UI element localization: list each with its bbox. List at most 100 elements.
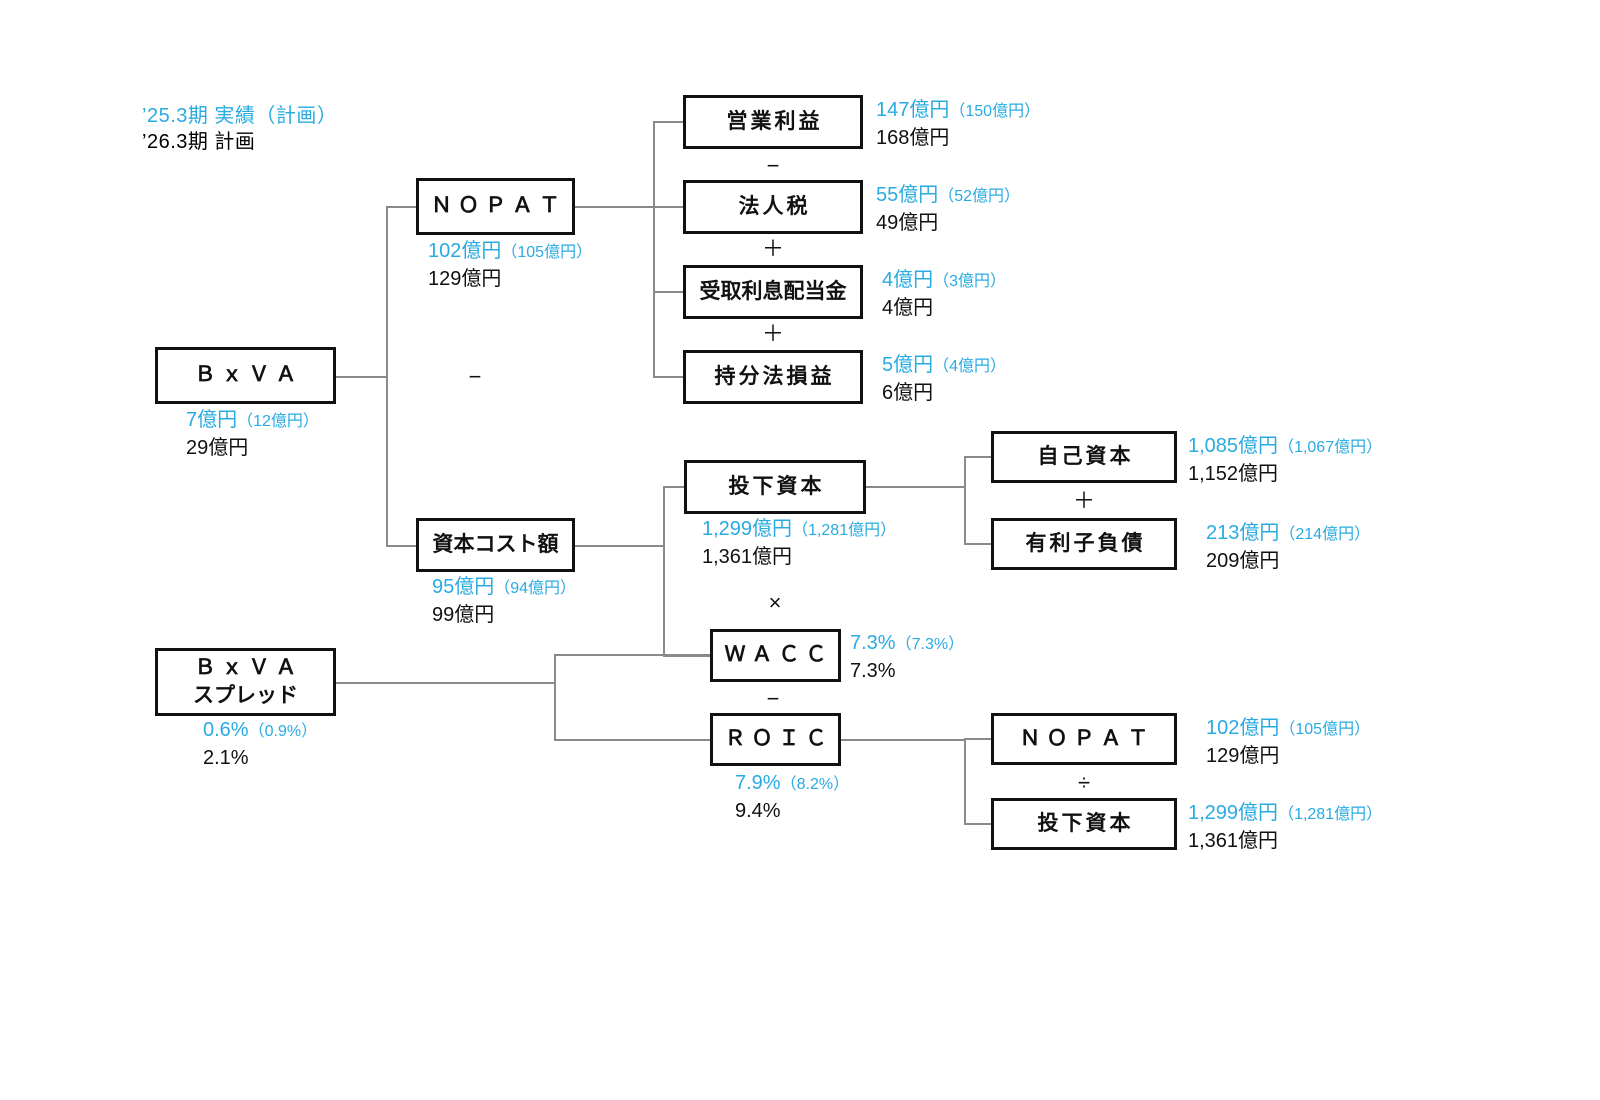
- connector-capitalcost-stem: [575, 545, 665, 547]
- node-corporate-tax-actual-row: 55億円（52億円）: [876, 184, 1021, 206]
- node-interest-bearing-debt[interactable]: 有利子負債: [991, 518, 1177, 570]
- node-nopat-values: 102億円（105億円） 129億円: [428, 238, 592, 293]
- node-interest-dividend-income-next-plan: 4億円: [882, 297, 934, 319]
- node-bxva-spread[interactable]: ＢｘＶＡ スプレッド: [155, 648, 336, 716]
- node-invested-capital-values: 1,299億円（1,281億円） 1,361億円: [702, 516, 896, 571]
- node-operating-profit-label: 営業利益: [726, 109, 823, 133]
- connector-bxva-to-nopat: [386, 206, 416, 208]
- connector-spread-stem: [336, 682, 556, 684]
- node-invested-capital-bottom-next-plan: 1,361億円: [1188, 830, 1279, 852]
- node-roic-values: 7.9%（8.2%） 9.4%: [735, 770, 849, 825]
- node-invested-capital-bottom[interactable]: 投下資本: [991, 798, 1177, 850]
- node-nopat-bottom-label: ＮＯＰＡＴ: [1019, 726, 1155, 750]
- connector-roic-stem: [841, 739, 966, 741]
- node-bxva-spread-values: 0.6%（0.9%） 2.1%: [203, 717, 317, 772]
- node-equity-method-pl-values: 5億円（4億円） 6億円: [882, 352, 1006, 407]
- node-invested-capital-bottom-actual-row: 1,299億円（1,281億円）: [1188, 802, 1383, 824]
- node-nopat-bottom-actual-row: 102億円（105億円）: [1206, 717, 1371, 739]
- node-corporate-tax-label: 法人税: [738, 194, 811, 218]
- node-equity-method-pl-next-plan: 6億円: [882, 382, 934, 404]
- connector-invested-capital-bracket-v: [964, 457, 966, 545]
- node-bxva-spread-next-plan: 2.1%: [203, 747, 249, 769]
- node-interest-dividend-income-label: 受取利息配当金: [699, 279, 847, 303]
- legend-line-actual: ’25.3期 実績（計画）: [142, 105, 338, 127]
- node-bxva-label: ＢｘＶＡ: [194, 363, 303, 387]
- node-invested-capital-bottom-values: 1,299億円（1,281億円） 1,361億円: [1188, 800, 1382, 855]
- node-operating-profit-values: 147億円（150億円） 168億円: [876, 97, 1040, 152]
- operator-minus-nopat-capitalcost: −: [468, 364, 482, 389]
- node-invested-capital-next-plan: 1,361億円: [702, 546, 793, 568]
- node-capital-cost-values: 95億円（94億円） 99億円: [432, 574, 576, 629]
- legend: ’25.3期 実績（計画） ’26.3期 計画: [142, 103, 337, 155]
- node-shareholders-equity-actual-row: 1,085億円（1,067億円）: [1188, 435, 1383, 457]
- node-roic-actual-row: 7.9%（8.2%）: [735, 772, 850, 794]
- operator-plus-equity-debt: ＋: [1072, 488, 1095, 513]
- node-operating-profit[interactable]: 営業利益: [683, 95, 863, 149]
- node-bxva[interactable]: ＢｘＶＡ: [155, 347, 336, 404]
- node-nopat-bottom-values: 102億円（105億円） 129億円: [1206, 715, 1370, 770]
- node-operating-profit-next-plan: 168億円: [876, 127, 950, 149]
- operator-minus-wacc-roic: −: [766, 686, 780, 711]
- connector-capitalcost-to-wacc: [663, 655, 711, 657]
- node-interest-bearing-debt-values: 213億円（214億円） 209億円: [1206, 520, 1370, 575]
- node-wacc-actual-row: 7.3%（7.3%）: [850, 632, 965, 654]
- node-wacc[interactable]: ＷＡＣＣ: [710, 629, 841, 682]
- connector-spread-bracket-v: [554, 655, 556, 740]
- node-nopat-bottom-next-plan: 129億円: [1206, 745, 1280, 767]
- node-interest-dividend-income-actual-row: 4億円（3億円）: [882, 269, 1007, 291]
- connector-roic-bracket-v: [964, 739, 966, 825]
- connector-roic-to-invested-capital: [964, 823, 992, 825]
- connector-roic-to-nopat: [964, 738, 992, 740]
- connector-ic-to-equity: [964, 456, 992, 458]
- legend-line-plan: ’26.3期 計画: [142, 131, 256, 153]
- connector-capitalcost-to-invested-capital: [663, 486, 685, 488]
- node-nopat-label: ＮＯＰＡＴ: [431, 194, 566, 218]
- connector-spread-to-roic: [554, 739, 712, 741]
- operator-plus-interest: ＋: [761, 236, 784, 261]
- node-equity-method-pl[interactable]: 持分法損益: [683, 350, 863, 404]
- node-interest-bearing-debt-next-plan: 209億円: [1206, 550, 1280, 572]
- node-interest-dividend-income-values: 4億円（3億円） 4億円: [882, 267, 1006, 322]
- node-nopat-bottom[interactable]: ＮＯＰＡＴ: [991, 713, 1177, 765]
- node-capital-cost[interactable]: 資本コスト額: [416, 518, 575, 572]
- node-roic-label: ＲＯＩＣ: [724, 727, 833, 751]
- node-interest-bearing-debt-actual-row: 213億円（214億円）: [1206, 522, 1371, 544]
- node-shareholders-equity-label: 自己資本: [1037, 444, 1134, 468]
- node-bxva-actual-row: 7億円（12億円）: [186, 409, 319, 431]
- node-nopat[interactable]: ＮＯＰＡＴ: [416, 178, 575, 235]
- node-wacc-label: ＷＡＣＣ: [724, 643, 833, 667]
- node-interest-bearing-debt-label: 有利子負債: [1025, 531, 1146, 555]
- connector-nopat-to-interest: [653, 291, 683, 293]
- node-bxva-values: 7億円（12億円） 29億円: [186, 407, 319, 462]
- connector-nopat-to-tax: [653, 206, 683, 208]
- node-capital-cost-actual-row: 95億円（94億円）: [432, 576, 577, 598]
- connector-spread-to-wacc: [554, 654, 712, 656]
- node-interest-dividend-income[interactable]: 受取利息配当金: [683, 265, 863, 319]
- node-corporate-tax-values: 55億円（52億円） 49億円: [876, 182, 1020, 237]
- connector-invested-capital-stem: [866, 486, 966, 488]
- node-equity-method-pl-label: 持分法損益: [714, 364, 835, 388]
- node-invested-capital-label: 投下資本: [728, 474, 825, 498]
- node-corporate-tax[interactable]: 法人税: [683, 180, 863, 234]
- node-bxva-spread-label-line2: スプレッド: [193, 684, 298, 707]
- node-invested-capital-bottom-label: 投下資本: [1037, 811, 1134, 835]
- node-nopat-next-plan: 129億円: [428, 268, 502, 290]
- node-capital-cost-label: 資本コスト額: [432, 532, 559, 556]
- node-bxva-spread-actual-row: 0.6%（0.9%）: [203, 719, 318, 741]
- operator-plus-equity-method: ＋: [761, 321, 784, 346]
- node-invested-capital[interactable]: 投下資本: [684, 460, 866, 514]
- node-roic[interactable]: ＲＯＩＣ: [710, 713, 841, 766]
- node-invested-capital-actual-row: 1,299億円（1,281億円）: [702, 518, 897, 540]
- node-shareholders-equity[interactable]: 自己資本: [991, 431, 1177, 483]
- connector-bxva-bracket-v: [386, 207, 388, 547]
- node-corporate-tax-next-plan: 49億円: [876, 212, 939, 234]
- node-wacc-values: 7.3%（7.3%） 7.3%: [850, 630, 964, 685]
- connector-nopat-bracket-v: [653, 122, 655, 378]
- connector-bxva-to-capitalcost: [386, 545, 416, 547]
- connector-nopat-stem: [575, 206, 655, 208]
- connector-bxva-stem: [336, 376, 388, 378]
- node-shareholders-equity-next-plan: 1,152億円: [1188, 463, 1279, 485]
- node-operating-profit-actual-row: 147億円（150億円）: [876, 99, 1041, 121]
- node-bxva-spread-label-line1: ＢｘＶＡ: [194, 655, 303, 679]
- connector-ic-to-debt: [964, 543, 992, 545]
